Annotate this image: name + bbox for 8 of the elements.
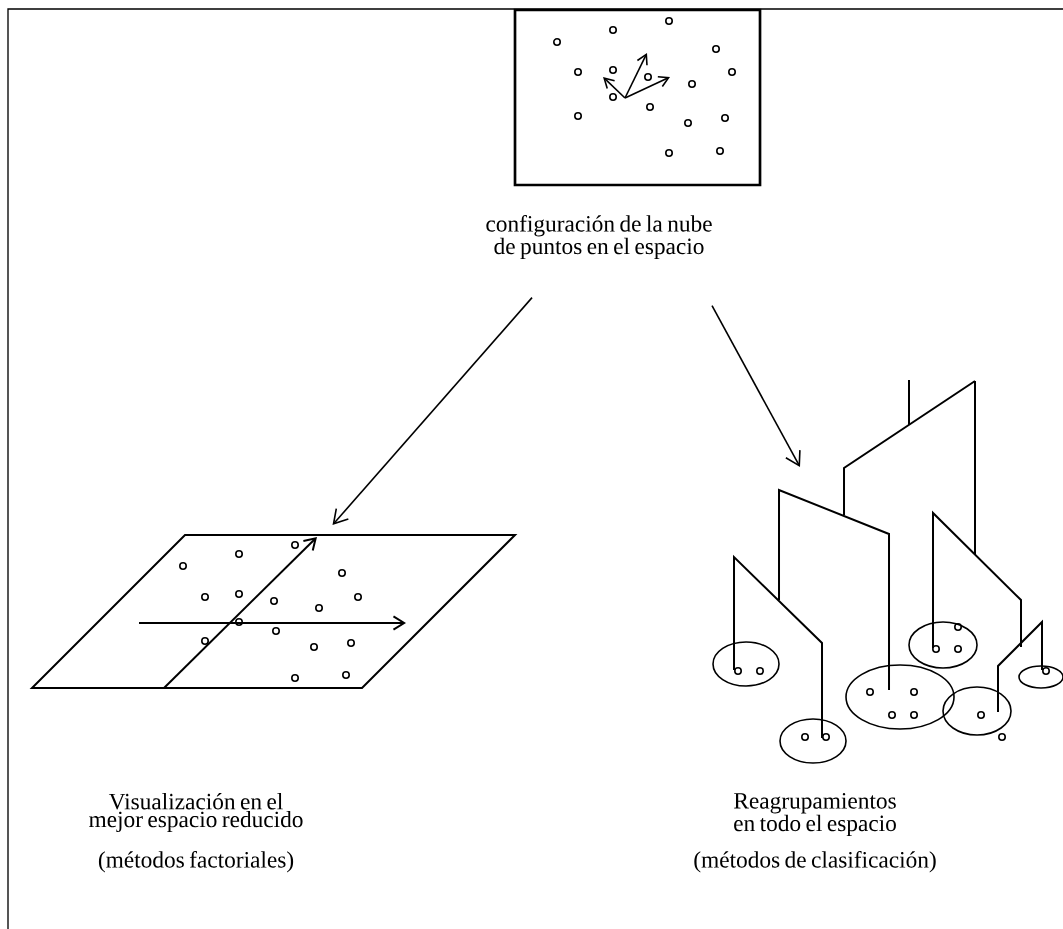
arrow xyxy=(332,296,533,525)
node-label: Visualización en el mejor espacio reducido xyxy=(89,793,303,833)
caption: configuración de la nube de puntos en el espacio xyxy=(486,215,712,259)
arrow xyxy=(711,304,801,467)
node-label: (métodos factoriales) xyxy=(98,851,294,873)
node-label: (métodos de clasificación) xyxy=(694,851,936,873)
node-label: Reagrupamientos en todo el espacio xyxy=(734,793,896,836)
dendrogram-drawing xyxy=(712,379,1063,764)
